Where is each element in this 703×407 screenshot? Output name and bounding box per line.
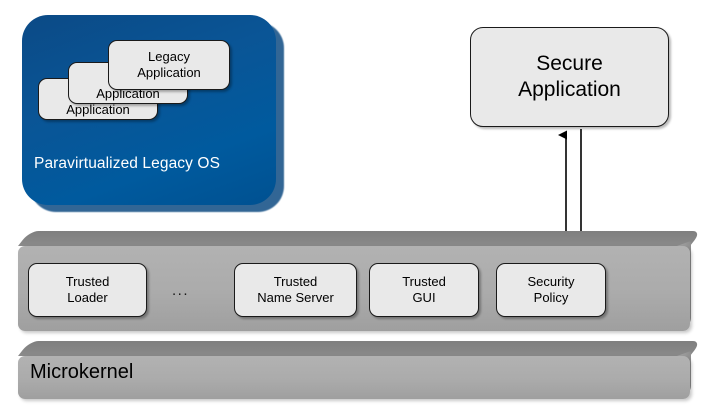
legacy-application-label-front: Legacy Application xyxy=(137,49,201,80)
trusted-layer-top-face xyxy=(18,231,702,246)
trusted-service-label-2: Trusted GUI xyxy=(402,274,446,305)
trusted-service-label-0: Trusted Loader xyxy=(65,274,110,305)
trusted-service-security-policy: Security Policy xyxy=(496,263,606,317)
trusted-service-trusted-loader: Trusted Loader xyxy=(28,263,147,317)
microkernel-top-face xyxy=(18,341,702,356)
trusted-service-trusted-gui: Trusted GUI xyxy=(369,263,479,317)
trusted-service-trusted-name-server: Trusted Name Server xyxy=(234,263,357,317)
legacy-os-label: Paravirtualized Legacy OS xyxy=(34,155,221,172)
microkernel-layer xyxy=(18,341,702,399)
trusted-service-label-1: Trusted Name Server xyxy=(257,274,334,305)
trusted-services-ellipsis: ... xyxy=(172,282,190,299)
microkernel-label: Microkernel xyxy=(30,361,134,383)
secure-application-box: Secure Application xyxy=(470,27,669,127)
legacy-application-card-front: Legacy Application xyxy=(108,40,230,90)
trusted-service-label-3: Security Policy xyxy=(527,274,575,305)
secure-application-label: Secure Application xyxy=(518,52,621,101)
microkernel-front-face xyxy=(18,356,690,399)
